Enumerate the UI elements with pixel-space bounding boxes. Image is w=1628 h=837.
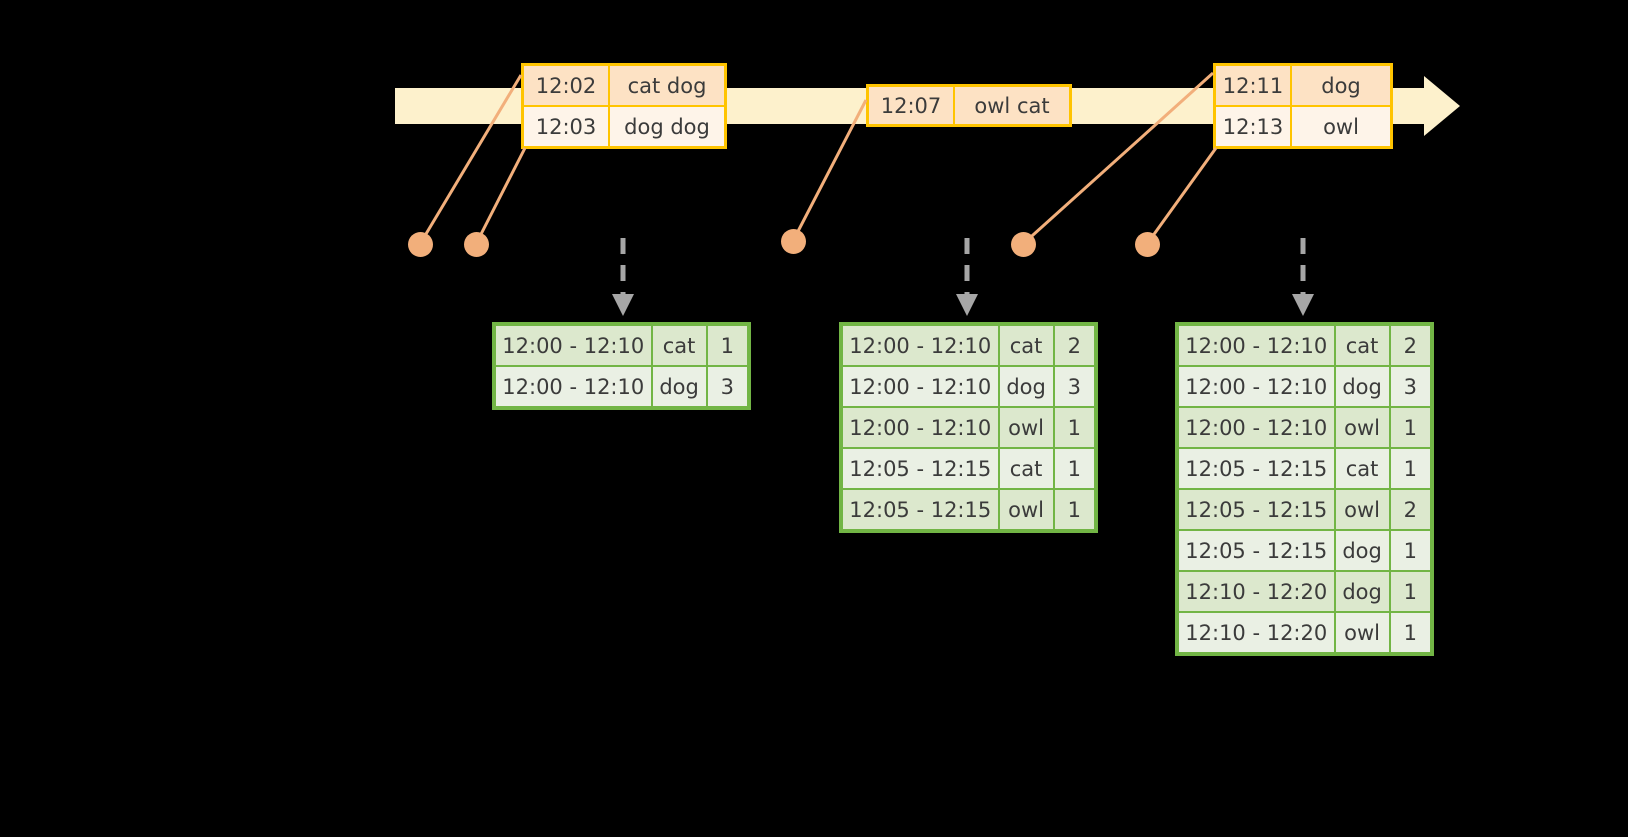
cell-key: cat	[1335, 326, 1391, 365]
cell-window: 12:05 - 12:15	[843, 449, 1000, 488]
event-words: cat dog	[610, 66, 724, 105]
cell-window: 12:10 - 12:20	[1179, 613, 1336, 652]
cell-window: 12:00 - 12:10	[496, 367, 653, 406]
cell-key: cat	[1335, 449, 1391, 488]
event-row: 12:02 cat dog	[524, 66, 724, 105]
event-time: 12:03	[524, 107, 610, 146]
event-connector-dot	[781, 229, 806, 254]
event-words: owl cat	[955, 87, 1069, 124]
cell-key: dog	[999, 367, 1055, 406]
cell-key: cat	[652, 326, 708, 365]
cell-window: 12:00 - 12:10	[843, 367, 1000, 406]
event-time: 12:13	[1216, 107, 1292, 146]
event-time: 12:11	[1216, 66, 1292, 105]
cell-key: cat	[999, 326, 1055, 365]
event-connector-dot	[1135, 232, 1160, 257]
cell-key: owl	[999, 490, 1055, 529]
cell-count: 1	[1390, 449, 1430, 488]
event-row: 12:03 dog dog	[524, 105, 724, 146]
flow-arrow-1	[612, 238, 634, 316]
cell-key: dog	[652, 367, 708, 406]
cell-count: 2	[1054, 326, 1094, 365]
event-words: dog dog	[610, 107, 724, 146]
cell-key: owl	[1335, 490, 1391, 529]
cell-window: 12:05 - 12:15	[1179, 490, 1336, 529]
event-row: 12:13 owl	[1216, 105, 1390, 146]
cell-window: 12:05 - 12:15	[843, 490, 1000, 529]
cell-window: 12:05 - 12:15	[1179, 531, 1336, 570]
cell-count: 2	[1390, 326, 1430, 365]
cell-count: 1	[1390, 613, 1430, 652]
cell-window: 12:00 - 12:10	[843, 408, 1000, 447]
cell-window: 12:00 - 12:10	[1179, 326, 1336, 365]
event-row: 12:07 owl cat	[869, 87, 1069, 124]
event-words: owl	[1292, 107, 1390, 146]
cell-count: 1	[1390, 572, 1430, 611]
cell-window: 12:00 - 12:10	[1179, 367, 1336, 406]
cell-key: owl	[999, 408, 1055, 447]
cell-count: 1	[1054, 490, 1094, 529]
cell-count: 1	[707, 326, 747, 365]
event-connector-dot	[1011, 232, 1036, 257]
cell-window: 12:00 - 12:10	[496, 326, 653, 365]
event-box-group-2[interactable]: 12:07 owl cat	[866, 84, 1072, 127]
cell-count: 2	[1390, 490, 1430, 529]
cell-window: 12:00 - 12:10	[843, 326, 1000, 365]
cell-key: owl	[1335, 408, 1391, 447]
event-row: 12:11 dog	[1216, 66, 1390, 105]
cell-key: cat	[999, 449, 1055, 488]
event-box-group-3[interactable]: 12:11 dog 12:13 owl	[1213, 63, 1393, 149]
event-connector-dot	[408, 232, 433, 257]
cell-key: dog	[1335, 531, 1391, 570]
flow-arrow-3	[1292, 238, 1314, 316]
flow-arrow-2	[956, 238, 978, 316]
timeline-arrowhead	[1424, 76, 1460, 136]
cell-count: 1	[1390, 408, 1430, 447]
event-words: dog	[1292, 66, 1390, 105]
cell-count: 1	[1054, 408, 1094, 447]
cell-count: 3	[707, 367, 747, 406]
cell-count: 3	[1054, 367, 1094, 406]
cell-count: 3	[1390, 367, 1430, 406]
cell-window: 12:00 - 12:10	[1179, 408, 1336, 447]
event-box-group-1[interactable]: 12:02 cat dog 12:03 dog dog	[521, 63, 727, 149]
cell-key: dog	[1335, 572, 1391, 611]
cell-window: 12:05 - 12:15	[1179, 449, 1336, 488]
cell-count: 1	[1054, 449, 1094, 488]
cell-count: 1	[1390, 531, 1430, 570]
cell-key: dog	[1335, 367, 1391, 406]
cell-key: owl	[1335, 613, 1391, 652]
cell-window: 12:10 - 12:20	[1179, 572, 1336, 611]
event-time: 12:07	[869, 87, 955, 124]
event-connector-dot	[464, 232, 489, 257]
event-time: 12:02	[524, 66, 610, 105]
